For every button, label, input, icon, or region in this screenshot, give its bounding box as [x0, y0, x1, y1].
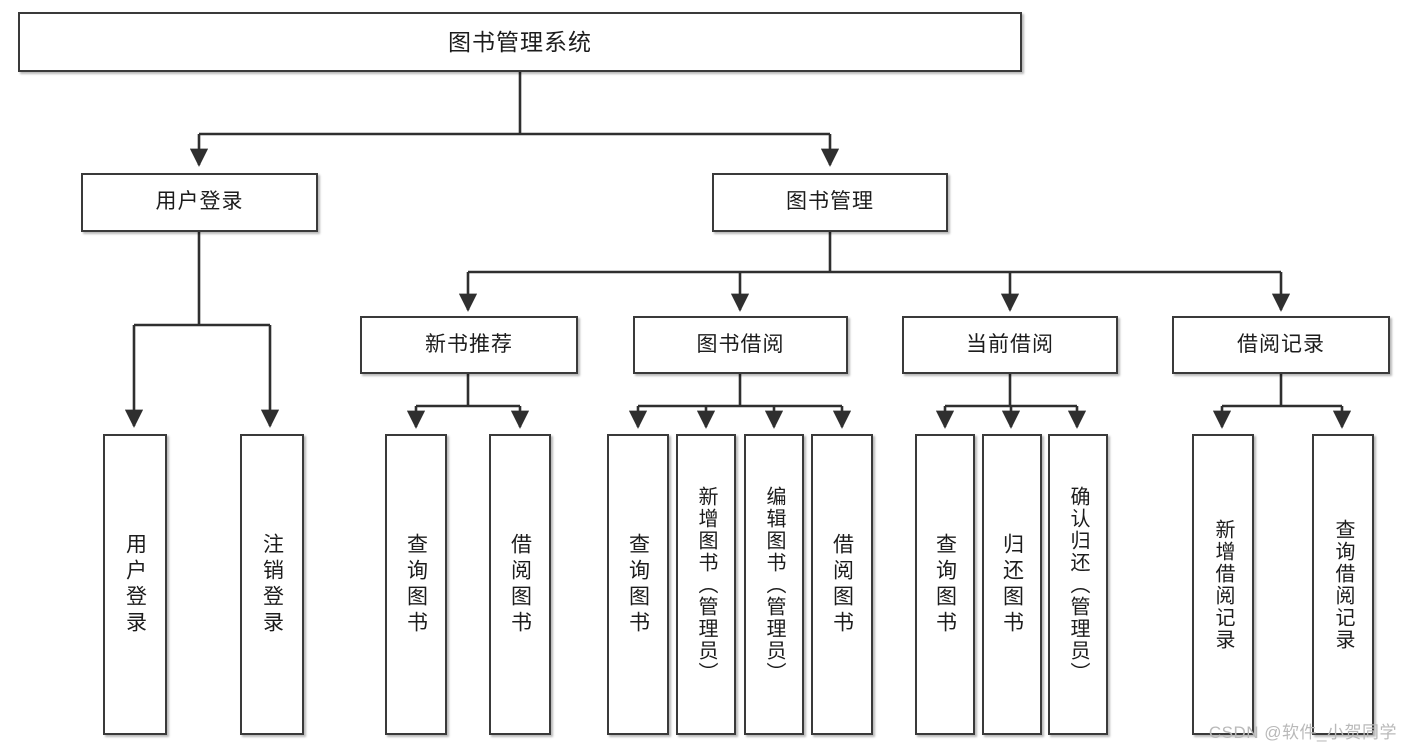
node-user-login[interactable]: 用户登录 — [81, 173, 318, 232]
node-current-borrow-label: 当前借阅 — [966, 332, 1054, 356]
node-root-system-label: 图书管理系统 — [448, 28, 592, 55]
leaf-user-login-login[interactable]: 用户登录 — [103, 434, 167, 735]
node-book-borrow[interactable]: 图书借阅 — [633, 316, 848, 374]
leaf-borrow-record-query-label: 查询借阅记录 — [1332, 518, 1354, 651]
leaf-book-borrow-query[interactable]: 查询图书 — [607, 434, 669, 735]
leaf-borrow-record-query[interactable]: 查询借阅记录 — [1312, 434, 1374, 735]
leaf-current-borrow-query[interactable]: 查询图书 — [915, 434, 975, 735]
leaf-book-borrow-edit-label: 编辑图书（管理员） — [763, 485, 785, 684]
leaf-current-borrow-confirm[interactable]: 确认归还（管理员） — [1048, 434, 1108, 735]
leaf-book-borrow-add-label: 新增图书（管理员） — [695, 485, 717, 684]
leaf-user-login-login-label: 用户登录 — [123, 532, 147, 637]
leaf-current-borrow-return-label: 归还图书 — [1000, 532, 1024, 637]
leaf-book-borrow-borrow[interactable]: 借阅图书 — [811, 434, 873, 735]
node-new-book-recommend-label: 新书推荐 — [425, 332, 513, 356]
node-borrow-record[interactable]: 借阅记录 — [1172, 316, 1390, 374]
node-borrow-record-label: 借阅记录 — [1237, 332, 1325, 356]
leaf-current-borrow-confirm-label: 确认归还（管理员） — [1067, 485, 1089, 684]
node-book-management-label: 图书管理 — [786, 190, 874, 214]
leaf-new-book-query-label: 查询图书 — [404, 532, 428, 637]
node-new-book-recommend[interactable]: 新书推荐 — [360, 316, 578, 374]
node-user-login-label: 用户登录 — [155, 190, 244, 214]
leaf-user-login-logout[interactable]: 注销登录 — [240, 434, 304, 735]
node-book-borrow-label: 图书借阅 — [696, 332, 785, 356]
node-book-management[interactable]: 图书管理 — [712, 173, 948, 232]
leaf-book-borrow-add[interactable]: 新增图书（管理员） — [676, 434, 736, 735]
leaf-book-borrow-borrow-label: 借阅图书 — [830, 532, 854, 637]
csdn-watermark: CSDN @软件_小贺同学 — [1208, 723, 1397, 742]
leaf-new-book-query[interactable]: 查询图书 — [385, 434, 447, 735]
node-root-system[interactable]: 图书管理系统 — [18, 12, 1022, 72]
leaf-new-book-borrow[interactable]: 借阅图书 — [489, 434, 551, 735]
leaf-book-borrow-query-label: 查询图书 — [626, 532, 650, 637]
leaf-user-login-logout-label: 注销登录 — [260, 532, 284, 637]
leaf-borrow-record-add-label: 新增借阅记录 — [1212, 518, 1234, 651]
leaf-current-borrow-return[interactable]: 归还图书 — [982, 434, 1042, 735]
node-current-borrow[interactable]: 当前借阅 — [902, 316, 1118, 374]
leaf-borrow-record-add[interactable]: 新增借阅记录 — [1192, 434, 1254, 735]
leaf-book-borrow-edit[interactable]: 编辑图书（管理员） — [744, 434, 804, 735]
leaf-new-book-borrow-label: 借阅图书 — [508, 532, 532, 637]
leaf-current-borrow-query-label: 查询图书 — [933, 532, 957, 637]
